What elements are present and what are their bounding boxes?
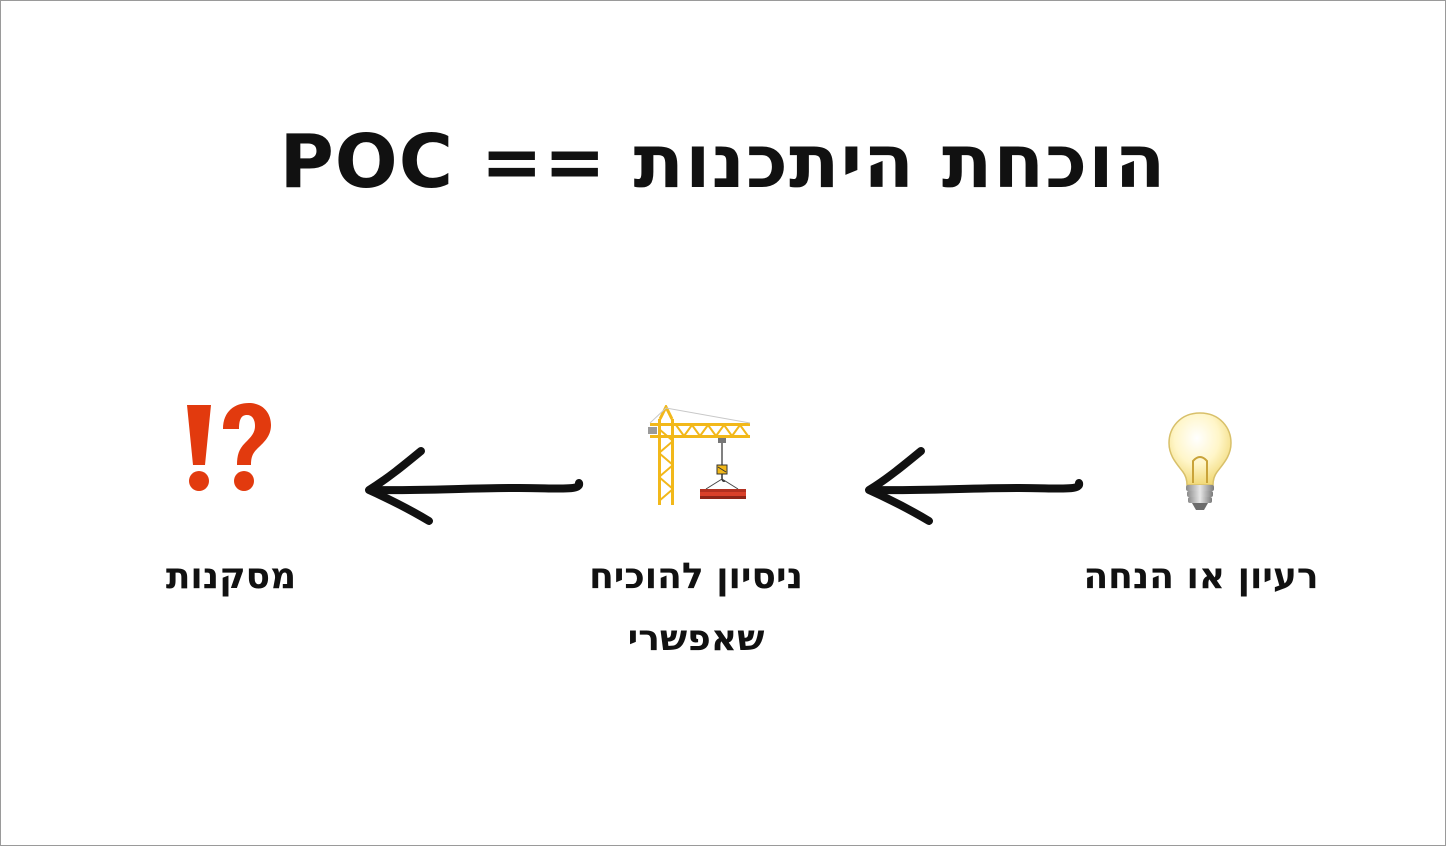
stage-label-idea: רעיון או הנחה (1083, 556, 1319, 597)
construction-crane-icon (648, 405, 751, 505)
stage-label-attempt: ניסיון להוכיח שאפשרי (546, 546, 846, 670)
stage-label-conclusions: מסקנות (165, 556, 297, 597)
light-bulb-icon (1168, 412, 1232, 510)
stage-label-attempt-line2: שאפשרי (627, 618, 765, 659)
arrow-left-icon (365, 447, 583, 525)
exclamation-question-mark-icon (187, 403, 271, 491)
stage-label-attempt-line1: ניסיון להוכיח (589, 556, 803, 597)
slide-title: הוכחת היתכנות == POC (279, 119, 1167, 205)
arrow-left-icon (865, 447, 1083, 525)
